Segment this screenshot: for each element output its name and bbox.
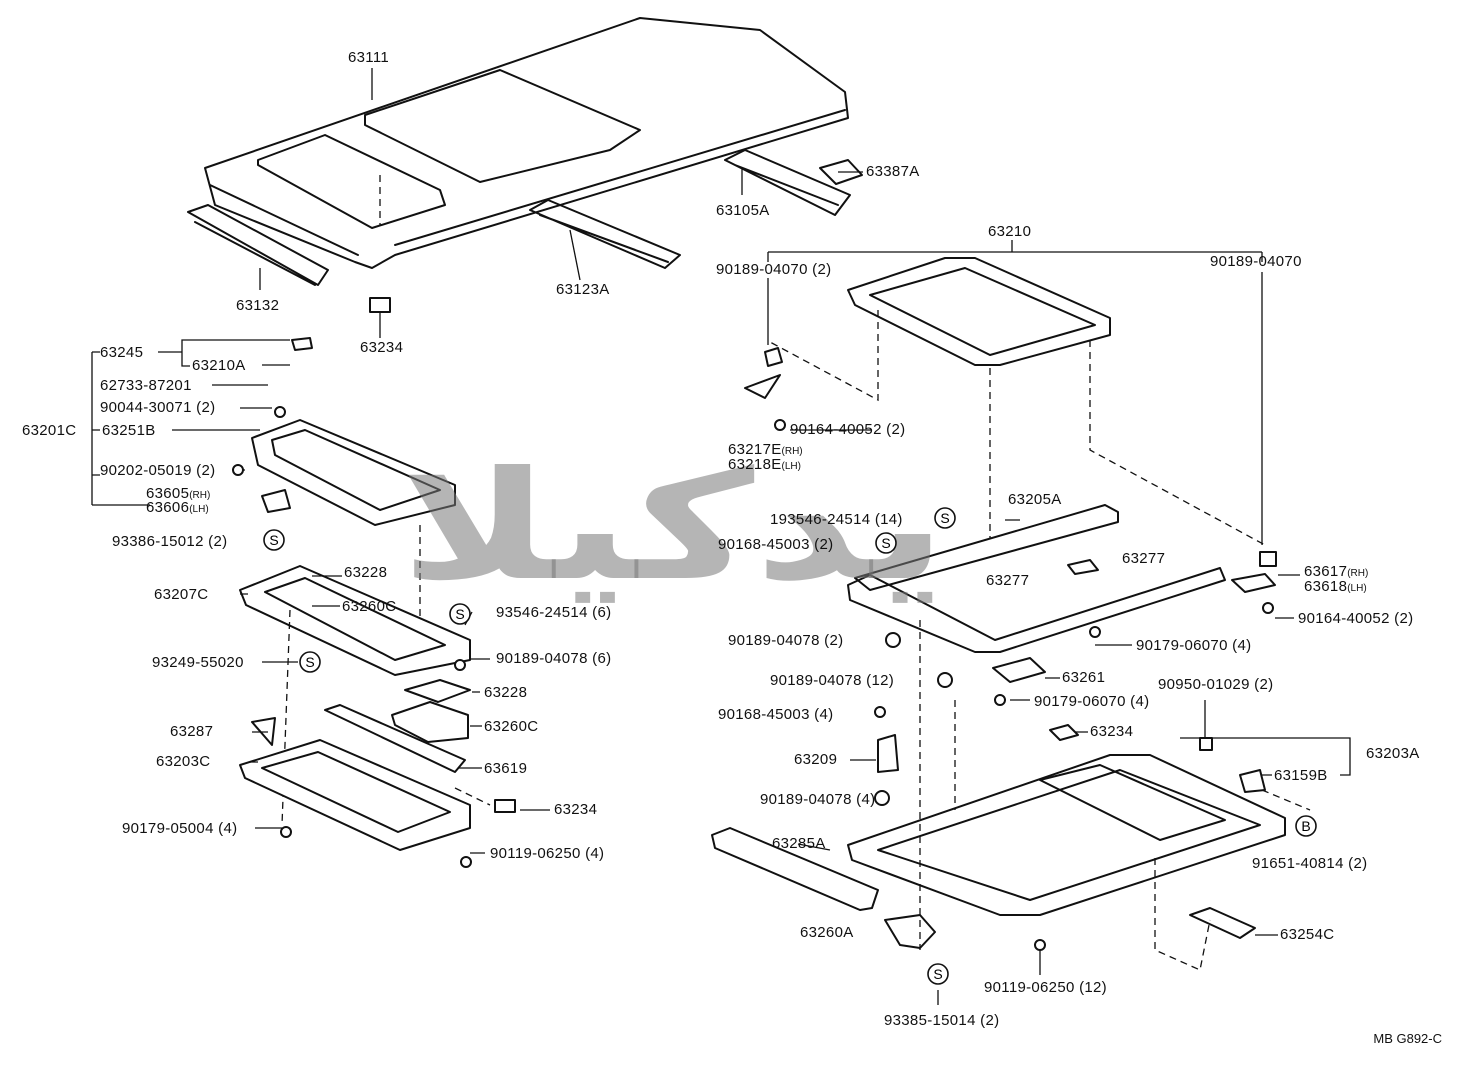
label-63605: 63605(RH) — [146, 485, 211, 502]
label-63209: 63209 — [794, 751, 838, 768]
label-63277-a: 63277 — [1122, 550, 1166, 567]
label-63210A: 63210A — [192, 357, 246, 374]
label-63606: 63606(LH) — [146, 499, 209, 516]
label-63201C: 63201C — [22, 422, 77, 439]
label-93385-15014: 93385-15014 (2) — [884, 1012, 1000, 1029]
symbol-s: S — [875, 532, 897, 554]
sunshade-frame — [251, 419, 456, 625]
label-63285A: 63285A — [772, 835, 826, 852]
label-63205A: 63205A — [1008, 491, 1062, 508]
label-63111: 63111 — [348, 49, 389, 66]
label-63105A: 63105A — [716, 202, 770, 219]
label-93546-24514-6: 93546-24514 (6) — [496, 604, 612, 621]
label-63234-mid: 63234 — [1090, 723, 1134, 740]
label-63619: 63619 — [484, 760, 528, 777]
label-90044-30071: 90044-30071 (2) — [100, 399, 216, 416]
svg-text:S: S — [455, 606, 464, 622]
label-90168-45003-2: 90168-45003 (2) — [718, 536, 834, 553]
label-63203C: 63203C — [156, 753, 211, 770]
svg-text:S: S — [305, 654, 314, 670]
label-63260C-b: 63260C — [484, 718, 539, 735]
label-63228-b: 63228 — [484, 684, 528, 701]
label-63617: 63617(RH) — [1304, 563, 1369, 580]
label-63234-top: 63234 — [360, 339, 404, 356]
label-90179-06070-4b: 90179-06070 (4) — [1034, 693, 1150, 710]
label-63159B: 63159B — [1274, 767, 1328, 784]
label-63228-a: 63228 — [344, 564, 388, 581]
label-90189-04070-2: 90189-04070 (2) — [716, 261, 832, 278]
label-62733-87201: 62733-87201 — [100, 377, 192, 394]
label-93249-55020: 93249-55020 — [152, 654, 244, 671]
svg-text:S: S — [940, 510, 949, 526]
label-63132: 63132 — [236, 297, 280, 314]
label-63387A: 63387A — [866, 163, 920, 180]
label-63287: 63287 — [170, 723, 214, 740]
guide-rail-assembly — [847, 504, 1276, 683]
label-90168-45003-4: 90168-45003 (4) — [718, 706, 834, 723]
symbol-s: S — [299, 651, 321, 673]
label-90189-04078-2: 90189-04078 (2) — [728, 632, 844, 649]
label-193546-24514: 193546-24514 (14) — [770, 511, 903, 528]
svg-text:B: B — [1301, 818, 1310, 834]
leader-lines — [91, 68, 1351, 1005]
label-63203A: 63203A — [1366, 745, 1420, 762]
symbol-s: S — [927, 963, 949, 985]
symbol-b: B — [1295, 815, 1317, 837]
label-90179-06070-4a: 90179-06070 (4) — [1136, 637, 1252, 654]
label-63277-b: 63277 — [986, 572, 1030, 589]
roof-panel — [204, 17, 849, 269]
housing-frame — [239, 739, 516, 851]
label-63254C: 63254C — [1280, 926, 1335, 943]
roof-frame — [711, 620, 1311, 971]
roof-rails — [187, 149, 863, 313]
drawing-code: MB G892-C — [1373, 1031, 1442, 1046]
label-90119-06250-12: 90119-06250 (12) — [984, 979, 1107, 996]
drive-frame — [239, 565, 471, 826]
glass-panel — [769, 257, 1266, 555]
label-90202-05019: 90202-05019 (2) — [100, 462, 216, 479]
label-63123A: 63123A — [556, 281, 610, 298]
symbol-s: S — [263, 529, 285, 551]
label-91651-40814: 91651-40814 (2) — [1252, 855, 1368, 872]
svg-text:S: S — [933, 966, 942, 982]
label-90164-40052-2b: 90164-40052 (2) — [1298, 610, 1414, 627]
label-90119-06250-4: 90119-06250 (4) — [490, 845, 605, 862]
label-93386-15012: 93386-15012 (2) — [112, 533, 228, 550]
label-90189-04070: 90189-04070 — [1210, 253, 1302, 270]
label-63217E: 63217E(RH) — [728, 441, 803, 458]
label-90179-05004: 90179-05004 (4) — [122, 820, 238, 837]
label-63210: 63210 — [988, 223, 1032, 240]
symbol-s: S — [934, 507, 956, 529]
label-63260A: 63260A — [800, 924, 854, 941]
svg-text:S: S — [881, 535, 890, 551]
label-63218E: 63218E(LH) — [728, 456, 801, 473]
label-63245: 63245 — [100, 344, 144, 361]
label-90189-04078-6: 90189-04078 (6) — [496, 650, 612, 667]
svg-text:S: S — [269, 532, 278, 548]
label-63234-low: 63234 — [554, 801, 598, 818]
label-63251B: 63251B — [102, 422, 156, 439]
label-63260C-a: 63260C — [342, 598, 397, 615]
label-90189-04078-4: 90189-04078 (4) — [760, 791, 876, 808]
small-hardware — [232, 337, 1277, 951]
label-63207C: 63207C — [154, 586, 209, 603]
symbol-s: S — [449, 603, 471, 625]
label-90164-40052-2a: 90164-40052 (2) — [790, 421, 906, 438]
label-90950-01029: 90950-01029 (2) — [1158, 676, 1274, 693]
label-63261: 63261 — [1062, 669, 1106, 686]
watermark: يدكيلا — [400, 440, 948, 614]
label-90189-04078-12: 90189-04078 (12) — [770, 672, 895, 689]
label-63618: 63618(LH) — [1304, 578, 1367, 595]
